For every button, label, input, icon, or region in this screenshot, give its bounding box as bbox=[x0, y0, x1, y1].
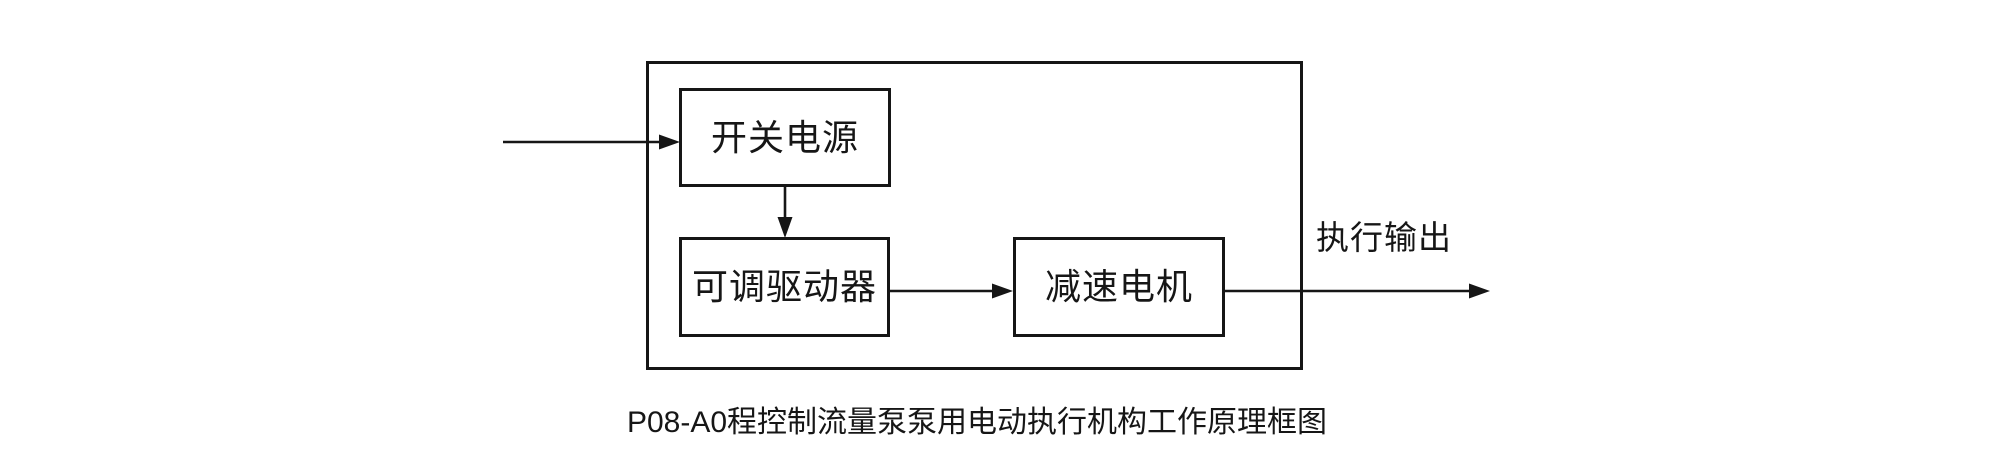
figure-caption: P08-A0程控制流量泵泵用电动执行机构工作原理框图 bbox=[626, 406, 1328, 439]
block-gear-motor: 减速电机 bbox=[1013, 237, 1225, 337]
block-label-power: 开关电源 bbox=[710, 116, 859, 158]
block-label-driver: 可调驱动器 bbox=[691, 266, 877, 307]
block-adjustable-driver: 可调驱动器 bbox=[679, 237, 890, 337]
block-switching-power-supply: 开关电源 bbox=[679, 88, 891, 187]
block-label-motor: 减速电机 bbox=[1044, 266, 1193, 307]
outer-enclosure-box bbox=[646, 61, 1303, 370]
output-arrow-label: 执行输出 bbox=[1316, 219, 1452, 256]
